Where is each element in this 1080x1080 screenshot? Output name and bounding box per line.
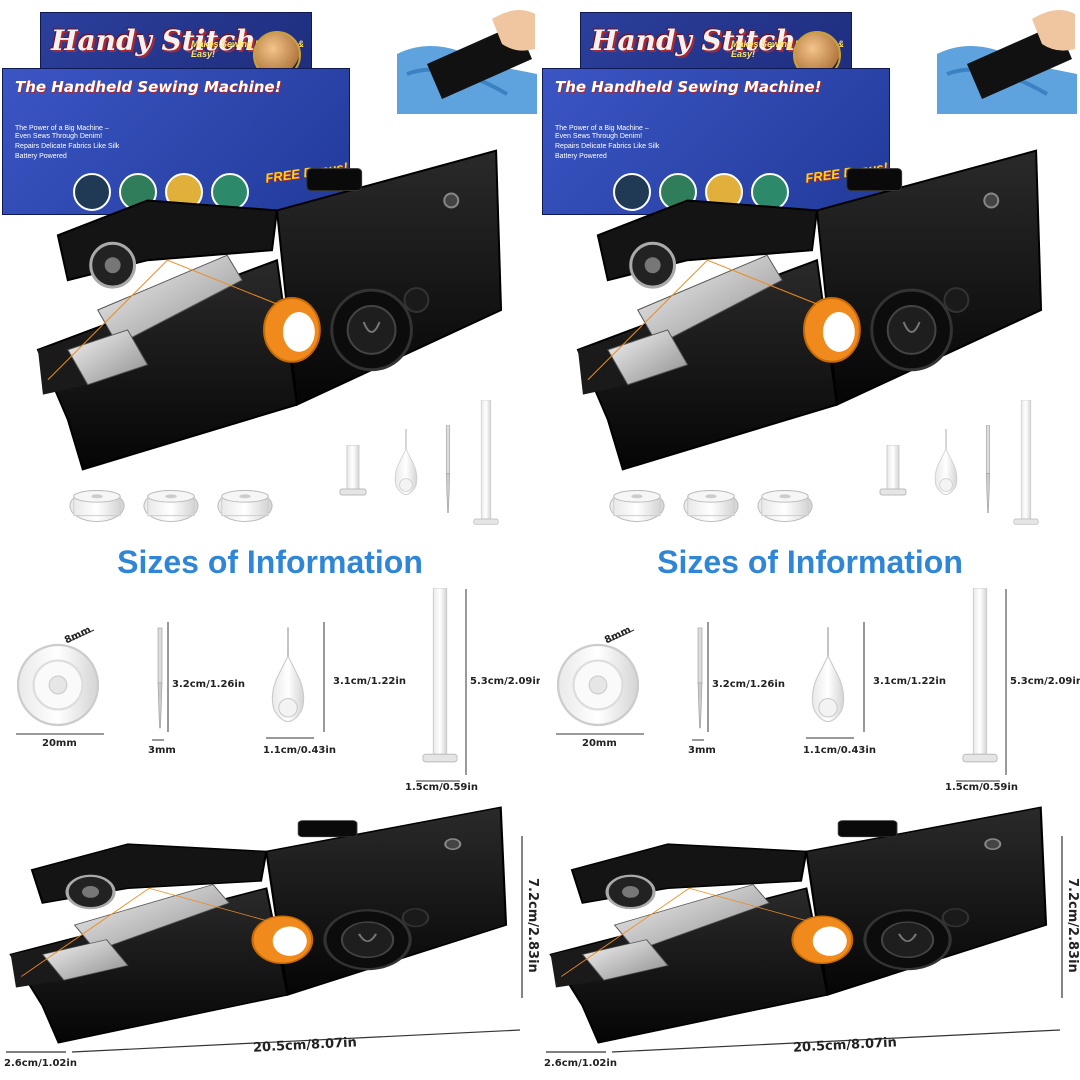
box-thumbnail xyxy=(613,173,651,211)
spindle-width-label: 1.5cm/0.59in xyxy=(405,782,478,793)
spindle-dimension-lines xyxy=(416,589,467,782)
bobbin-image xyxy=(756,486,814,526)
machine-height-label: 7.2cm/2.83in xyxy=(1065,878,1080,973)
spindle-width-label: 1.5cm/0.59in xyxy=(945,782,1018,793)
box-subtitle: The Handheld Sewing Machine! xyxy=(15,78,282,96)
threader-length-label: 3.1cm/1.22in xyxy=(333,676,406,687)
box-bullet: Repairs Delicate Fabrics Like Silk xyxy=(555,143,660,150)
box-subtitle: The Handheld Sewing Machine! xyxy=(555,78,822,96)
needle-length-label: 3.2cm/1.26in xyxy=(172,679,245,690)
box-thumbnail xyxy=(751,173,789,211)
bobbin-dimension-lines xyxy=(16,629,104,735)
bobbin-image xyxy=(608,486,666,526)
bobbin-image xyxy=(682,486,740,526)
needle-image xyxy=(983,425,993,513)
threader-dimension-lines xyxy=(266,622,325,739)
machine-depth-label: 2.6cm/1.02in xyxy=(544,1058,617,1069)
box-tagline: Makes Sewing Fun, Fast & Easy! xyxy=(191,39,305,59)
threader-dimension-lines xyxy=(806,622,865,739)
bobbin-dimension-lines xyxy=(556,629,644,735)
spindle-image xyxy=(470,400,502,536)
bobbin-image xyxy=(142,486,200,526)
bobbin-image xyxy=(216,486,274,526)
sizes-heading: Sizes of Information xyxy=(657,544,963,580)
left-product-panel: Handy Stitch Makes Sewing Fun, Fast & Ea… xyxy=(2,0,540,1069)
needle-width-label: 3mm xyxy=(148,745,176,756)
needle-dimension-lines xyxy=(692,622,709,741)
box-bullet: Battery Powered xyxy=(555,153,607,160)
hand-holding-machine-photo xyxy=(936,4,1078,114)
needle-length-label: 3.2cm/1.26in xyxy=(712,679,785,690)
box-bullet: Battery Powered xyxy=(15,153,67,160)
box-bullet: Repairs Delicate Fabrics Like Silk xyxy=(15,143,120,150)
bobbin-diameter-label: 20mm xyxy=(42,738,77,749)
box-bullets: The Power of a Big Machine – Even Sews T… xyxy=(555,125,665,163)
threader-width-label: 1.1cm/0.43in xyxy=(263,745,336,756)
spool-holder-image xyxy=(879,445,907,496)
needle-image xyxy=(443,425,453,513)
machine-dimension-lines xyxy=(6,836,523,1053)
machine-depth-label: 2.6cm/1.02in xyxy=(4,1058,77,1069)
needle-width-label: 3mm xyxy=(688,745,716,756)
spindle-image xyxy=(1010,400,1042,536)
threader-width-label: 1.1cm/0.43in xyxy=(803,745,876,756)
brand-logo: Handy Stitch xyxy=(51,24,256,57)
box-thumbnail xyxy=(73,173,111,211)
box-bullet: The Power of a Big Machine – Even Sews T… xyxy=(15,125,109,140)
needle-threader-image xyxy=(390,428,422,502)
brand-logo: Handy Stitch xyxy=(591,24,796,57)
spindle-length-label: 5.3cm/2.09in xyxy=(470,676,540,687)
sizes-heading: Sizes of Information xyxy=(117,544,423,580)
spindle-dimension-lines xyxy=(956,589,1007,782)
machine-dimension-lines xyxy=(546,836,1063,1053)
box-bullet: The Power of a Big Machine – Even Sews T… xyxy=(555,125,649,140)
right-product-panel: Handy Stitch Makes Sewing Fun, Fast & Ea… xyxy=(540,0,1080,1080)
product-box-front: The Handheld Sewing Machine! The Power o… xyxy=(542,68,890,215)
spindle-length-label: 5.3cm/2.09in xyxy=(1010,676,1080,687)
box-bullets: The Power of a Big Machine – Even Sews T… xyxy=(15,125,125,163)
machine-height-label: 7.2cm/2.83in xyxy=(525,878,540,973)
box-tagline: Makes Sewing Fun, Fast & Easy! xyxy=(731,39,845,59)
spool-holder-image xyxy=(339,445,367,496)
product-box-front: The Handheld Sewing Machine! The Power o… xyxy=(2,68,350,215)
bobbin-diameter-label: 20mm xyxy=(582,738,617,749)
needle-threader-image xyxy=(930,428,962,502)
threader-length-label: 3.1cm/1.22in xyxy=(873,676,946,687)
needle-dimension-lines xyxy=(152,622,169,741)
bobbin-image xyxy=(68,486,126,526)
hand-holding-machine-photo xyxy=(396,4,538,114)
